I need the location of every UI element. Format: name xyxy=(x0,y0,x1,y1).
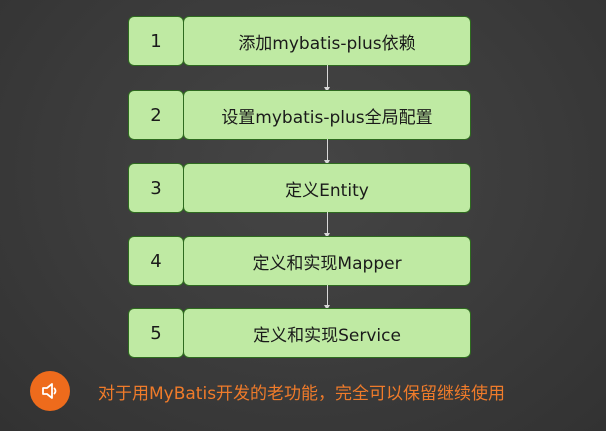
caption-bar: 对于用MyBatis开发的老功能，完全可以保留继续使用 xyxy=(30,371,505,411)
step-number: 3 xyxy=(128,163,184,213)
step-number: 2 xyxy=(128,90,184,140)
speaker-glyph xyxy=(42,383,57,399)
arrow-connector xyxy=(324,212,330,238)
step-5: 5 定义和实现Service xyxy=(128,308,471,358)
arrowhead-icon xyxy=(324,305,330,310)
step-4: 4 定义和实现Mapper xyxy=(128,236,471,286)
step-label: 设置mybatis-plus全局配置 xyxy=(183,90,471,140)
step-2: 2 设置mybatis-plus全局配置 xyxy=(128,90,471,140)
step-label: 定义和实现Service xyxy=(183,308,471,358)
arrowhead-icon xyxy=(324,160,330,165)
step-number: 5 xyxy=(128,308,184,358)
arrowhead-icon xyxy=(324,87,330,92)
step-label: 添加mybatis-plus依赖 xyxy=(183,16,471,66)
arrow-connector xyxy=(324,65,330,92)
step-label: 定义和实现Mapper xyxy=(183,236,471,286)
step-3: 3 定义Entity xyxy=(128,163,471,213)
step-number: 1 xyxy=(128,16,184,66)
caption-text: 对于用MyBatis开发的老功能，完全可以保留继续使用 xyxy=(98,383,506,404)
step-label: 定义Entity xyxy=(183,163,471,213)
step-number: 4 xyxy=(128,236,184,286)
arrowhead-icon xyxy=(324,233,330,238)
arrow-connector xyxy=(324,285,330,310)
step-1: 1 添加mybatis-plus依赖 xyxy=(128,16,471,66)
speaker-icon[interactable] xyxy=(30,371,70,411)
arrow-connector xyxy=(324,139,330,165)
